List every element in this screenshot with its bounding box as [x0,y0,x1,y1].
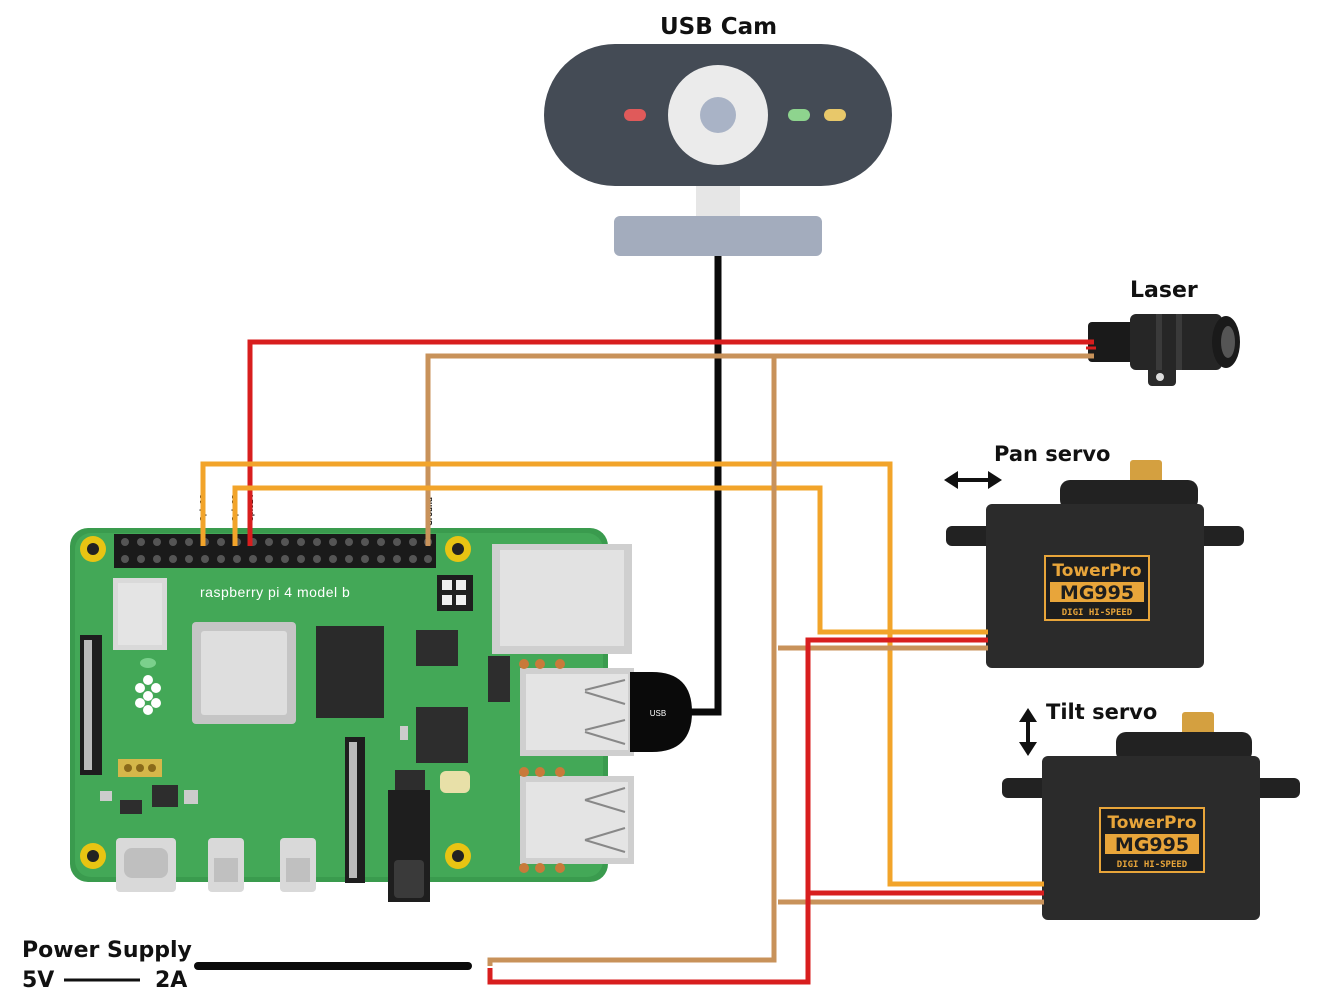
usb-camera [544,44,892,256]
pan-servo-brand: TowerPro [1052,561,1141,581]
laser-module [1088,314,1240,386]
power-supply-current: 2A [155,968,188,993]
usb-plug: USB [630,672,692,752]
camera-stand [614,216,822,256]
laser-ground-wire [425,353,1094,546]
tilt-direction-arrow-icon [1019,708,1037,756]
raspberry-pi-board: raspberry pi 4 model b [70,494,634,902]
power-bus-wire [487,637,988,985]
tilt-servo-model: MG995 [1115,834,1189,856]
ethernet-chip [416,707,468,763]
wires [194,256,1096,985]
usb-controller-chip [416,630,458,666]
usb-plug-label: USB [650,709,666,718]
gpio-header [114,534,436,568]
status-led-green [788,109,810,121]
tilt-servo-tagline: DIGI HI-SPEED [1117,860,1188,870]
usb-cam-label: USB Cam [660,14,778,40]
pan-servo-model: MG995 [1060,582,1134,604]
ground-bus-wire [487,356,777,966]
mounting-holes [80,536,471,869]
tilt-servo-label: Tilt servo [1046,700,1158,724]
tilt-servo-brand: TowerPro [1107,813,1196,833]
tilt-servo: TowerPro MG995 DIGI HI-SPEED [1002,712,1300,920]
raspberry-logo-icon [135,658,161,715]
power-supply-voltage: 5V [22,968,55,993]
pan-direction-arrow-icon [944,471,1002,489]
status-led-yellow [824,109,846,121]
camera-usb-cable [690,256,722,716]
power-supply-label: Power Supply [22,938,192,963]
laser-label: Laser [1130,278,1198,303]
pan-servo-tagline: DIGI HI-SPEED [1062,608,1133,618]
pan-servo-label: Pan servo [994,442,1111,466]
ram-chip [316,626,384,718]
status-led-red [624,109,646,121]
pan-servo-signal-wire [232,485,988,635]
pan-servo: TowerPro MG995 DIGI HI-SPEED [946,460,1244,668]
laser-signal-wire [247,339,1094,546]
tilt-servo-signal-wire [200,461,1044,887]
board-label: raspberry pi 4 model b [200,584,350,600]
